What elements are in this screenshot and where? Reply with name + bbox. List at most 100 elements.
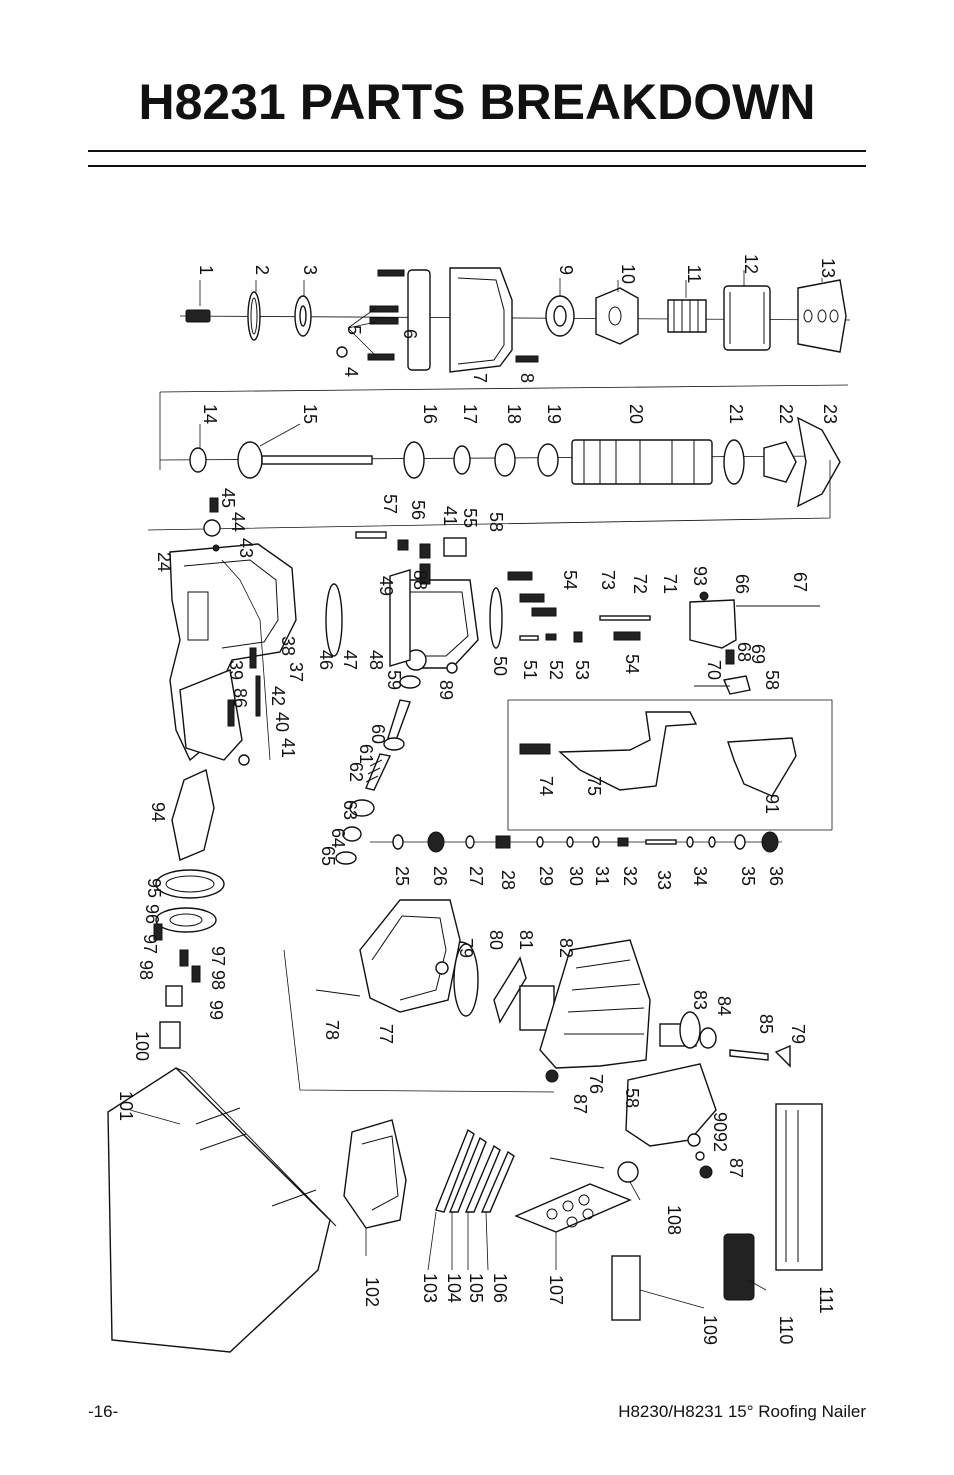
callout-16: 16 <box>420 404 440 424</box>
callout-79: 79 <box>788 1024 808 1044</box>
callout-90: 90 <box>710 1112 730 1132</box>
callout-53: 53 <box>572 660 592 680</box>
callout-63: 63 <box>340 800 360 820</box>
callout-2: 2 <box>252 265 272 275</box>
callout-64: 64 <box>328 828 348 848</box>
callout-31: 31 <box>592 866 612 886</box>
accessories <box>107 1067 823 1353</box>
callout-104: 104 <box>444 1273 464 1303</box>
callout-51: 51 <box>520 660 540 680</box>
callout-85: 85 <box>756 1014 776 1034</box>
driver-parts <box>171 675 421 865</box>
row2-parts <box>159 384 849 508</box>
cap-parts <box>153 869 225 1049</box>
callout-110: 110 <box>776 1316 796 1345</box>
callout-32: 32 <box>620 866 640 886</box>
callout-58: 58 <box>762 670 782 690</box>
callout-97: 97 <box>208 946 228 966</box>
callout-52: 52 <box>546 660 566 680</box>
footer-product-name: H8230/H8231 15° Roofing Nailer <box>618 1402 866 1421</box>
callout-43: 43 <box>236 538 256 558</box>
callout-37: 37 <box>286 662 306 682</box>
callout-100: 100 <box>132 1031 152 1061</box>
callout-84: 84 <box>714 996 734 1016</box>
callout-70: 70 <box>704 660 724 680</box>
housing-assembly <box>147 460 831 766</box>
callout-61: 61 <box>356 744 376 764</box>
callout-99: 99 <box>206 1000 226 1020</box>
callout-80: 80 <box>486 930 506 950</box>
callout-33: 33 <box>654 870 674 890</box>
small-parts-row <box>370 831 782 853</box>
page-title: H8231 PARTS BREAKDOWN <box>138 74 816 130</box>
callout-44: 44 <box>228 512 248 532</box>
callout-23: 23 <box>820 404 840 424</box>
callout-5: 5 <box>344 325 364 335</box>
callout-109: 109 <box>700 1315 720 1345</box>
callout-108: 108 <box>664 1205 684 1235</box>
callout-102: 102 <box>362 1277 382 1307</box>
callout-91: 91 <box>762 794 782 814</box>
callout-8: 8 <box>517 373 537 383</box>
callout-24: 24 <box>154 552 174 572</box>
callout-105: 105 <box>466 1273 486 1303</box>
callout-96: 96 <box>142 904 162 924</box>
callout-69: 69 <box>748 644 768 664</box>
callout-19: 19 <box>544 404 564 424</box>
callout-9: 9 <box>556 265 576 275</box>
callout-107: 107 <box>546 1275 566 1305</box>
callout-1: 1 <box>196 265 216 275</box>
callout-75: 75 <box>584 776 604 796</box>
callout-92: 92 <box>710 1132 730 1152</box>
trigger-parts <box>507 699 833 831</box>
callout-13: 13 <box>818 258 838 278</box>
callout-45: 45 <box>218 488 238 508</box>
callout-73: 73 <box>598 570 618 590</box>
callout-14: 14 <box>200 404 220 424</box>
callout-77: 77 <box>376 1024 396 1044</box>
callout-67: 67 <box>790 572 810 592</box>
callout-95: 95 <box>144 878 164 898</box>
callout-87: 87 <box>570 1094 590 1114</box>
callout-86: 86 <box>230 688 250 708</box>
leader-lines <box>129 270 823 1309</box>
callout-65: 65 <box>318 846 338 866</box>
callout-50: 50 <box>490 656 510 676</box>
callout-71: 71 <box>660 574 680 594</box>
callout-26: 26 <box>430 866 450 886</box>
callout-103: 103 <box>420 1273 440 1303</box>
title-rule-bottom <box>88 165 866 167</box>
callout-72: 72 <box>630 574 650 594</box>
callout-4: 4 <box>341 367 361 377</box>
callout-60: 60 <box>368 724 388 744</box>
callout-15: 15 <box>300 404 320 424</box>
callout-41: 41 <box>278 738 298 758</box>
title-rule-top <box>88 150 866 152</box>
callout-101: 101 <box>116 1091 136 1121</box>
callout-10: 10 <box>618 264 638 284</box>
callout-55: 55 <box>460 508 480 528</box>
callout-74: 74 <box>536 776 556 796</box>
callout-83: 83 <box>690 990 710 1010</box>
row1-parts <box>179 267 851 373</box>
callout-39: 39 <box>226 660 246 680</box>
callout-82: 82 <box>556 938 576 958</box>
callout-98: 98 <box>136 960 156 980</box>
callout-20: 20 <box>626 404 646 424</box>
callout-35: 35 <box>738 866 758 886</box>
callout-111: 111 <box>816 1286 836 1313</box>
callout-48: 48 <box>366 650 386 670</box>
callout-58: 58 <box>622 1088 642 1108</box>
callout-30: 30 <box>566 866 586 886</box>
callout-22: 22 <box>776 404 796 424</box>
callout-34: 34 <box>690 866 710 886</box>
callout-27: 27 <box>466 866 486 886</box>
callout-66: 66 <box>732 574 752 594</box>
callout-68: 68 <box>734 642 754 662</box>
callout-87: 87 <box>726 1158 746 1178</box>
callout-62: 62 <box>346 762 366 782</box>
callout-3: 3 <box>300 265 320 275</box>
callout-94: 94 <box>148 802 168 822</box>
